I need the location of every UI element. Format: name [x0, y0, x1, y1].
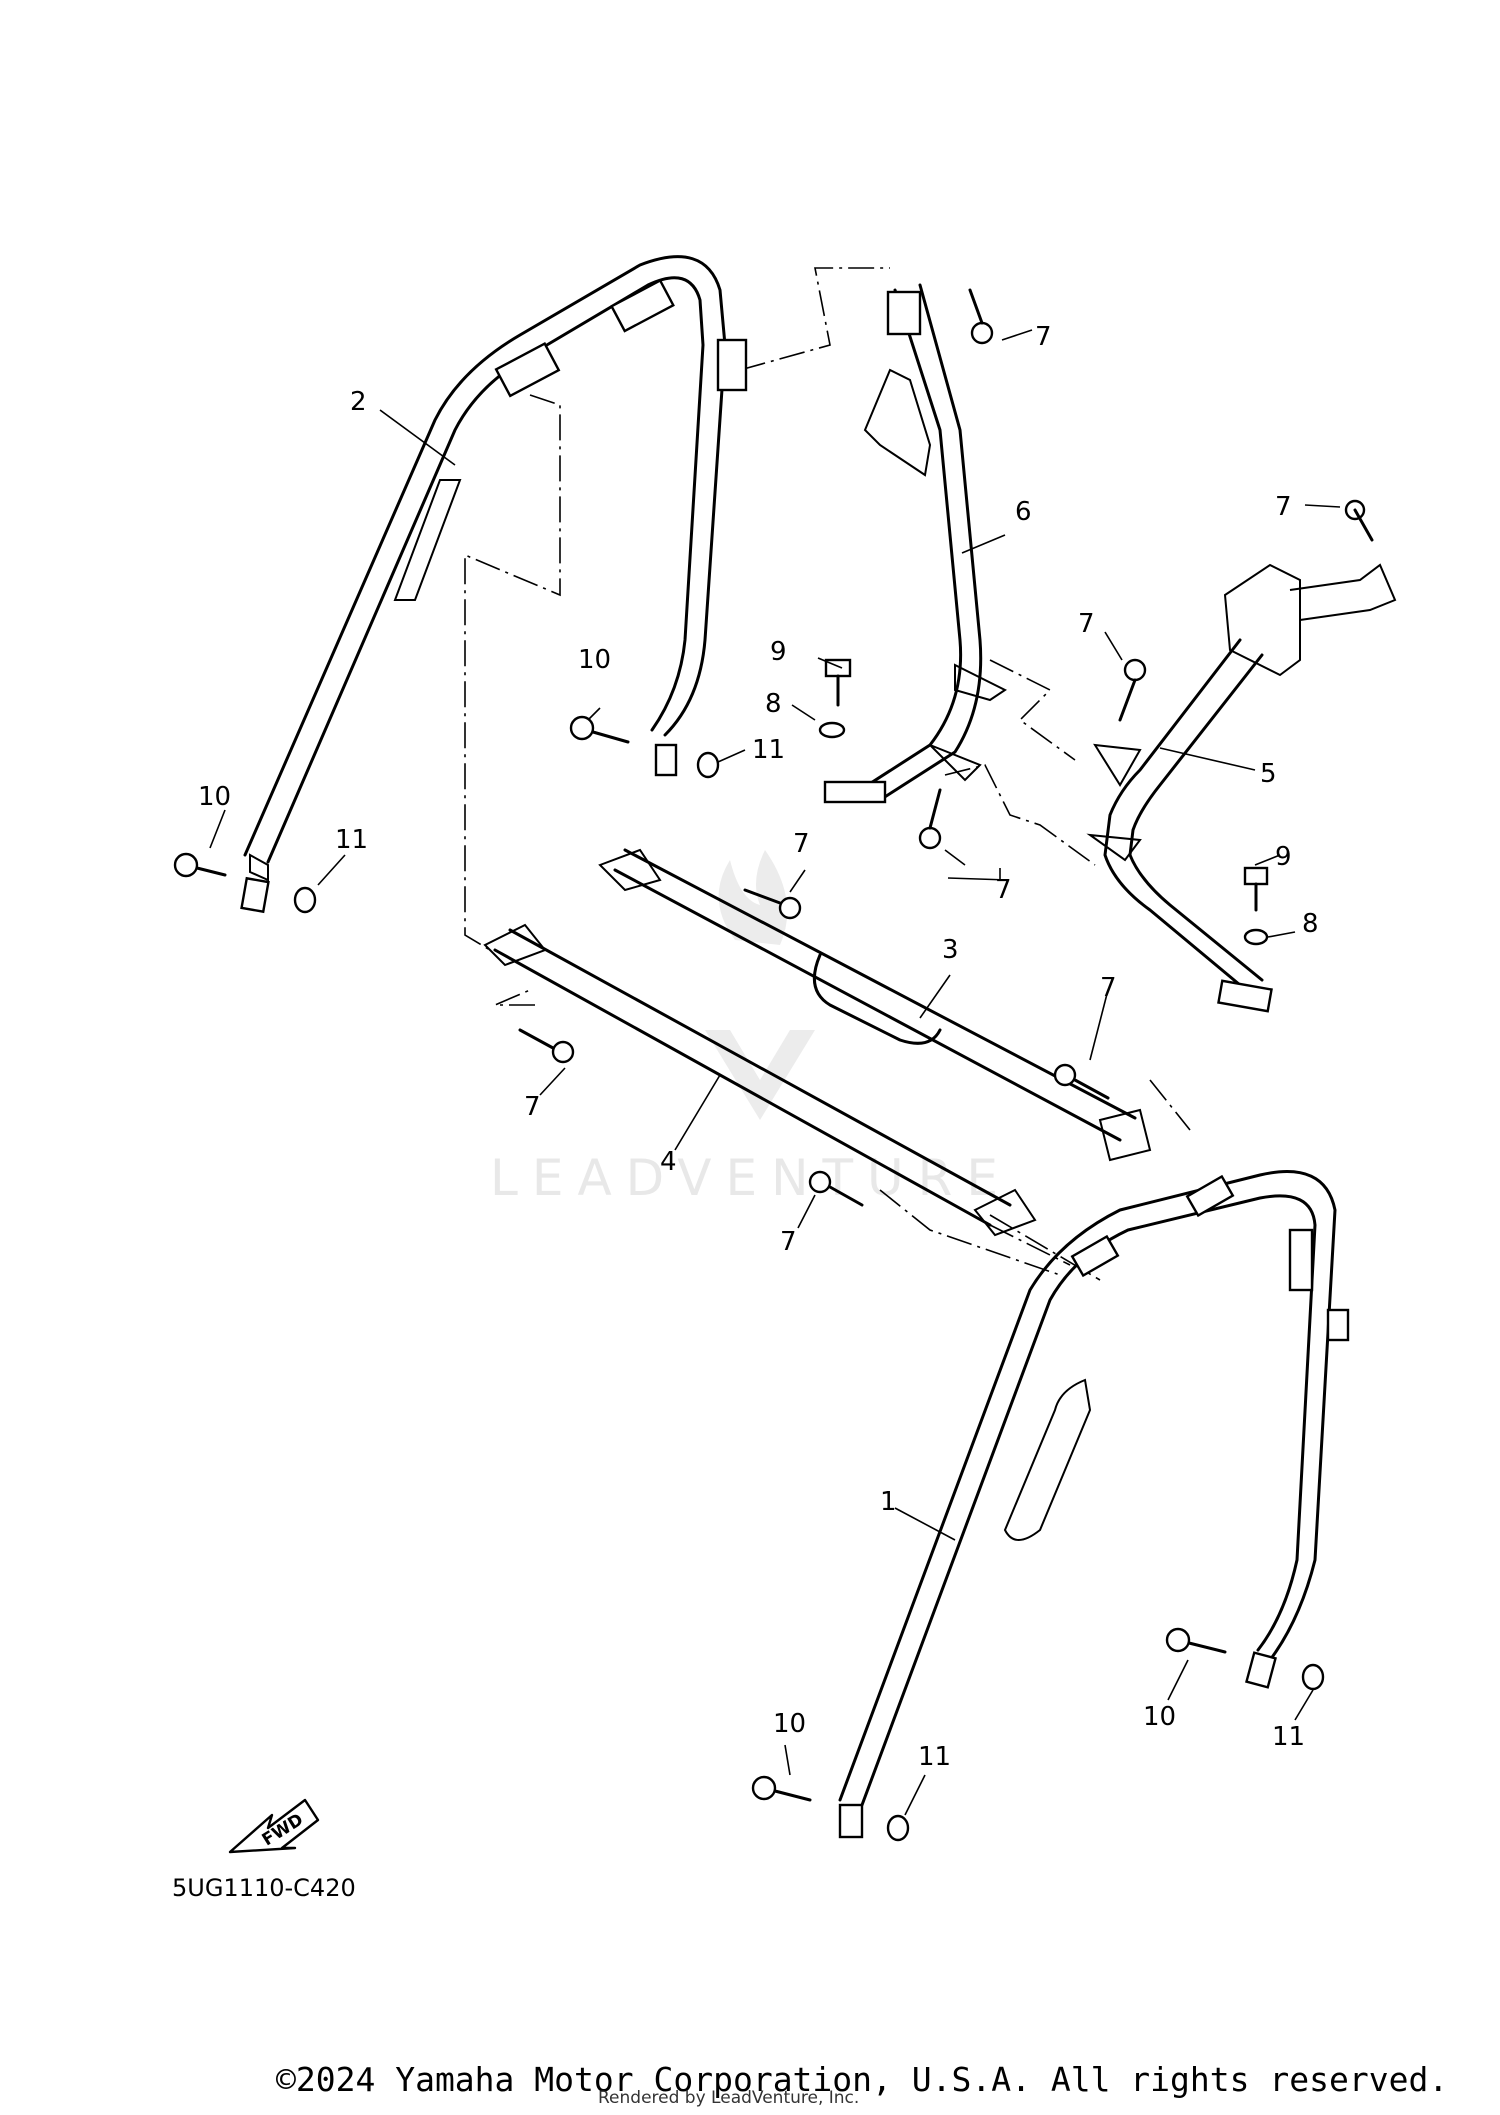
part-4-lower-crossbar: [483, 923, 1037, 1237]
callout-7-left-crossbar: 7: [524, 1092, 541, 1122]
callout-labels: 2 7 6 7 7 5 9 8 10 11 9 8 10 11 7 7 3 7 …: [198, 322, 1319, 1772]
callout-11-c: 11: [1272, 1722, 1305, 1752]
callout-8-left: 8: [765, 689, 782, 719]
bolt-7-top: [968, 288, 994, 345]
bolt-7-lower: [918, 788, 942, 850]
washer-8-right: [1243, 928, 1269, 946]
bolt-7-bottom-crossbar: [808, 1170, 864, 1207]
callout-5: 5: [1260, 759, 1277, 789]
assembly-lines: [464, 267, 1191, 1281]
bolt-7-right-top: [1344, 499, 1374, 542]
bolt-7-right-crossbar: [1053, 1063, 1110, 1100]
callout-9-left: 9: [770, 637, 787, 667]
callout-2: 2: [350, 387, 367, 417]
copyright-notice: ©2024 Yamaha Motor Corporation, U.S.A. A…: [276, 2060, 1449, 2099]
washer-8-left: [818, 721, 846, 739]
callout-11-d: 11: [918, 1742, 951, 1772]
bolt-9-right: [1243, 866, 1269, 912]
bolt-10-a: [569, 715, 630, 744]
callout-7-lower: 7: [995, 875, 1012, 905]
bolt-10-d: [751, 1775, 812, 1802]
callout-7-mid: 7: [1078, 609, 1095, 639]
callout-10-c: 10: [1143, 1702, 1176, 1732]
nut-11-b: [293, 886, 317, 914]
callout-3: 3: [942, 935, 959, 965]
part-1-main-roll-bar: [838, 1170, 1350, 1839]
callout-7-right-top: 7: [1275, 492, 1292, 522]
bolt-7-mid: [1118, 658, 1147, 722]
callout-7-crossbar-top: 7: [793, 829, 810, 859]
callout-10-d: 10: [773, 1709, 806, 1739]
callout-7-top: 7: [1035, 322, 1052, 352]
part-6-front-bar: [823, 283, 1007, 804]
bolt-10-c: [1165, 1627, 1227, 1654]
bolt-7-left-crossbar: [518, 1028, 575, 1064]
callout-6: 6: [1015, 497, 1032, 527]
callout-10-b: 10: [198, 782, 231, 812]
watermark-text: LEADVENTURE: [490, 1149, 1012, 1207]
part-3-upper-crossbar: [598, 848, 1152, 1162]
callout-1: 1: [880, 1487, 897, 1517]
rendered-by-notice: Rendered by LeadVenture, Inc.: [598, 2088, 860, 2108]
callout-11-a: 11: [752, 735, 785, 765]
leadventure-watermark: LEADVENTURE: [490, 850, 1012, 1207]
callout-7-right-crossbar: 7: [1100, 973, 1117, 1003]
bolt-7-crossbar-top: [743, 888, 802, 920]
nut-11-c: [1301, 1663, 1325, 1691]
bolt-9-left: [824, 658, 852, 707]
nut-11-a: [696, 751, 720, 779]
callout-11-b: 11: [335, 825, 368, 855]
callout-9-right: 9: [1275, 842, 1292, 872]
part-5-front-right-bar: [1086, 563, 1397, 1013]
diagram-code: 5UG1110-C420: [172, 1874, 356, 1902]
callout-4: 4: [660, 1147, 677, 1177]
part-2-rear-upper-bar: [240, 255, 748, 914]
callout-10-a: 10: [578, 645, 611, 675]
nut-11-d: [886, 1814, 910, 1842]
fwd-arrow-icon: FWD: [228, 1798, 320, 1854]
leader-lines: [209, 329, 1341, 1816]
fasteners: [173, 288, 1374, 1842]
bolt-10-b: [173, 852, 227, 878]
callout-8-right: 8: [1302, 909, 1319, 939]
callout-7-bottom-crossbar: 7: [780, 1227, 797, 1257]
